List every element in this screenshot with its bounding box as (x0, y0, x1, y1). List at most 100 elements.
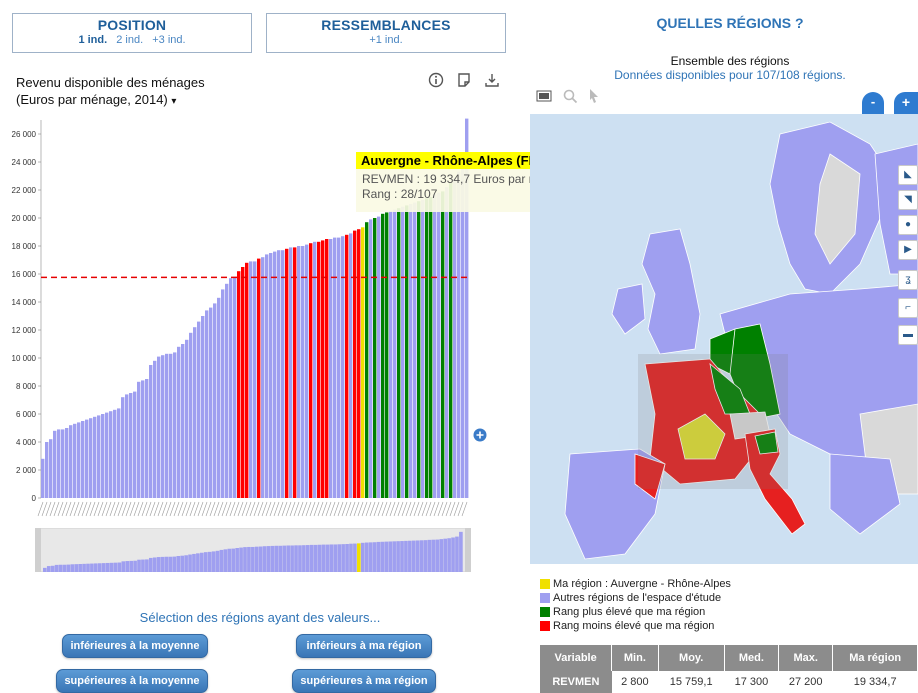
above-region-button[interactable]: supérieures à ma région (292, 669, 436, 693)
bar[interactable] (429, 197, 433, 498)
bar[interactable] (225, 283, 229, 498)
bar[interactable] (149, 365, 153, 498)
bar[interactable] (357, 229, 361, 498)
bar[interactable] (341, 236, 345, 498)
bar[interactable] (189, 332, 193, 498)
bar[interactable] (425, 198, 429, 498)
bar[interactable] (237, 271, 241, 498)
map-auvergne-rhone-alpes[interactable] (677, 413, 726, 460)
bar[interactable] (97, 415, 101, 498)
bar[interactable] (433, 194, 437, 498)
bar[interactable] (85, 419, 89, 498)
bar[interactable] (445, 187, 449, 498)
bar[interactable] (301, 246, 305, 498)
bar[interactable] (421, 199, 425, 499)
bar[interactable] (457, 171, 461, 499)
bar[interactable] (329, 239, 333, 498)
bar[interactable] (169, 353, 173, 498)
bar[interactable] (461, 163, 465, 498)
bar[interactable] (77, 422, 81, 498)
bar[interactable] (217, 297, 221, 498)
bar[interactable] (289, 247, 293, 498)
map-tool-1[interactable]: ◣ (898, 165, 918, 185)
bar[interactable] (369, 219, 373, 498)
bar[interactable] (409, 204, 413, 498)
bar[interactable] (221, 289, 225, 498)
note-icon[interactable] (456, 72, 472, 88)
bar[interactable] (313, 241, 317, 499)
navigator-handle-right[interactable] (465, 528, 471, 572)
bar[interactable] (253, 261, 257, 498)
zoom-out-button[interactable]: - (862, 92, 884, 114)
bar[interactable] (269, 253, 273, 498)
search-icon[interactable] (562, 88, 578, 104)
map-tool-4[interactable]: ▶ (898, 240, 918, 260)
bar[interactable] (57, 429, 61, 498)
bar[interactable] (397, 208, 401, 498)
bar[interactable] (181, 344, 185, 498)
map-italy-north[interactable] (754, 431, 779, 455)
bar[interactable] (309, 243, 313, 498)
bar[interactable] (209, 307, 213, 498)
tab-position-1ind[interactable]: 1 ind. (78, 34, 108, 46)
bar[interactable] (405, 205, 409, 498)
bar[interactable] (177, 346, 181, 498)
bar[interactable] (281, 250, 285, 498)
rectangle-select-icon[interactable] (536, 89, 552, 103)
plus-circle-icon[interactable] (473, 428, 487, 442)
bar[interactable] (393, 209, 397, 498)
bar[interactable] (305, 244, 309, 498)
map-catalonia[interactable] (634, 453, 666, 500)
map-tool-6[interactable]: ⌐ (898, 298, 918, 318)
bar[interactable] (121, 397, 125, 498)
bar[interactable] (245, 262, 249, 498)
bar[interactable] (105, 412, 109, 498)
map-tool-2[interactable]: ◥ (898, 190, 918, 210)
bar[interactable] (101, 414, 105, 498)
tab-position-3ind[interactable]: +3 ind. (152, 34, 186, 46)
bar[interactable] (413, 202, 417, 498)
bar[interactable] (441, 191, 445, 498)
bar[interactable] (109, 411, 113, 498)
navigator-handle-left[interactable] (35, 528, 41, 572)
bar[interactable] (317, 241, 321, 499)
bar[interactable] (205, 310, 209, 498)
map-ireland[interactable] (611, 283, 646, 335)
bar[interactable] (377, 216, 381, 498)
bar[interactable] (213, 303, 217, 498)
bar[interactable] (349, 233, 353, 498)
bar[interactable] (45, 442, 49, 498)
bar[interactable] (49, 439, 53, 498)
bar[interactable] (385, 212, 389, 498)
europe-map[interactable] (530, 114, 918, 564)
bar[interactable] (129, 393, 133, 498)
bar[interactable] (277, 250, 281, 498)
tab-position-2ind[interactable]: 2 ind. (116, 34, 144, 46)
info-icon[interactable] (428, 72, 444, 88)
navigator-scrollbar[interactable] (35, 528, 471, 572)
bar[interactable] (233, 276, 237, 498)
below-mean-button[interactable]: inférieures à la moyenne (62, 634, 208, 658)
bar[interactable] (117, 408, 121, 498)
bar[interactable] (293, 247, 297, 498)
below-region-button[interactable]: inférieurs à ma région (296, 634, 432, 658)
bar[interactable] (197, 321, 201, 498)
bar[interactable] (89, 418, 93, 498)
bar[interactable] (157, 356, 161, 498)
bar[interactable] (265, 254, 269, 498)
bar[interactable] (153, 360, 157, 498)
bar[interactable] (53, 430, 57, 498)
bar[interactable] (125, 394, 129, 498)
bar[interactable] (333, 237, 337, 498)
bar[interactable] (165, 353, 169, 498)
indicator-title[interactable]: Revenu disponible des ménages (Euros par… (16, 74, 205, 110)
bar[interactable] (437, 192, 441, 499)
bar[interactable] (65, 428, 69, 498)
bar[interactable] (193, 327, 197, 498)
bar[interactable] (201, 316, 205, 498)
download-icon[interactable] (484, 72, 500, 88)
bar[interactable] (325, 239, 329, 498)
bar[interactable] (81, 421, 85, 498)
bar[interactable] (145, 379, 149, 498)
above-mean-button[interactable]: supérieures à la moyenne (56, 669, 208, 693)
